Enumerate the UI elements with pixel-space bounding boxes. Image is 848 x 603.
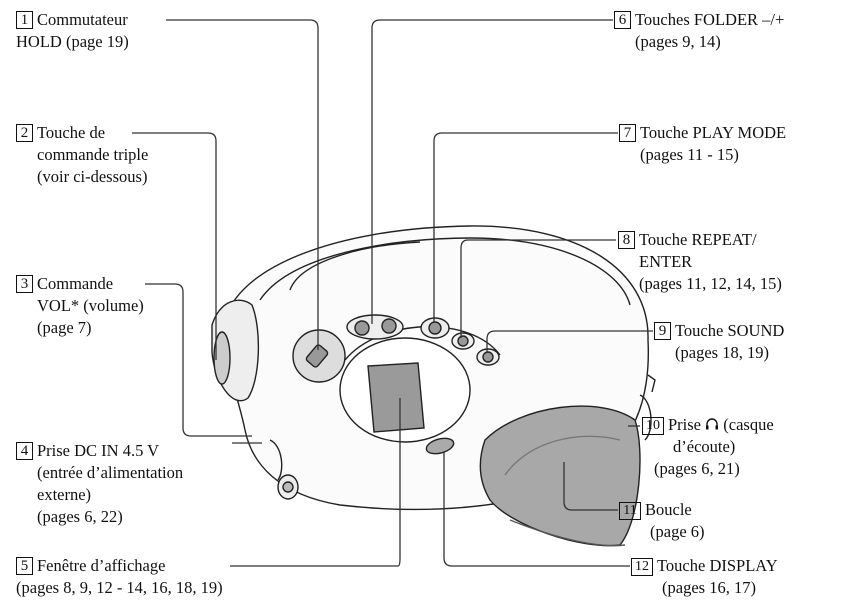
display-button	[425, 437, 455, 455]
callout-3: 3	[16, 275, 33, 293]
headphone-icon	[706, 418, 719, 430]
loop-grip	[479, 405, 641, 547]
label-line: Touche PLAY MODE	[640, 123, 787, 142]
label-line: (pages 6, 21)	[654, 459, 740, 478]
label-line: (page 6)	[650, 522, 705, 541]
label-line: commande triple	[37, 145, 149, 164]
callout-11: 11	[619, 502, 641, 520]
label-line: externe)	[37, 485, 92, 504]
label-line: (pages 6, 22)	[37, 507, 123, 526]
dc-jack	[269, 439, 283, 481]
leader-lines	[132, 19, 653, 567]
label-line: Fenêtre d’affichage	[37, 556, 166, 575]
label-line: (pages 8, 9, 12 - 14, 16, 18, 19)	[16, 578, 223, 597]
label-line: Touches FOLDER –/+	[635, 10, 785, 29]
label-line: Prise DC IN 4.5 V	[37, 441, 160, 460]
callout-1: 1	[16, 11, 33, 29]
callout-10: 10	[642, 417, 664, 435]
label-line: (voir ci-dessous)	[37, 167, 148, 186]
label-line: ENTER	[639, 252, 693, 271]
label-line: Touche REPEAT/	[639, 230, 757, 249]
label-line: HOLD (page 19)	[16, 32, 129, 51]
callout-7: 7	[619, 124, 636, 142]
label-line: (pages 16, 17)	[662, 578, 756, 597]
label-line: (pages 18, 19)	[675, 343, 769, 362]
callout-4: 4	[16, 442, 33, 460]
callout-5: 5	[16, 557, 33, 575]
label-line: Commande	[37, 274, 114, 293]
label-line: Commutateur	[37, 10, 128, 29]
label-line: VOL* (volume)	[37, 296, 144, 315]
callout-8: 8	[618, 231, 635, 249]
label-line: Prise	[668, 415, 701, 434]
callout-9: 9	[654, 322, 671, 340]
label-line: (pages 11 - 15)	[640, 145, 739, 164]
label-line: (entrée d’alimentation	[37, 463, 184, 482]
label-line: (pages 9, 14)	[635, 32, 721, 51]
label-line: d’écoute)	[673, 437, 736, 456]
label-line: (pages 11, 12, 14, 15)	[639, 274, 782, 293]
label-line: Touche DISPLAY	[657, 556, 778, 575]
label-line: Boucle	[645, 500, 692, 519]
label-line: (casque	[723, 415, 774, 434]
callout-12: 12	[631, 558, 653, 576]
label-line: Touche SOUND	[675, 321, 785, 340]
callout-2: 2	[16, 124, 33, 142]
label-line: (page 7)	[37, 318, 92, 337]
label-line: Touche de	[37, 123, 106, 142]
display-window	[367, 362, 425, 433]
callout-6: 6	[614, 11, 631, 29]
